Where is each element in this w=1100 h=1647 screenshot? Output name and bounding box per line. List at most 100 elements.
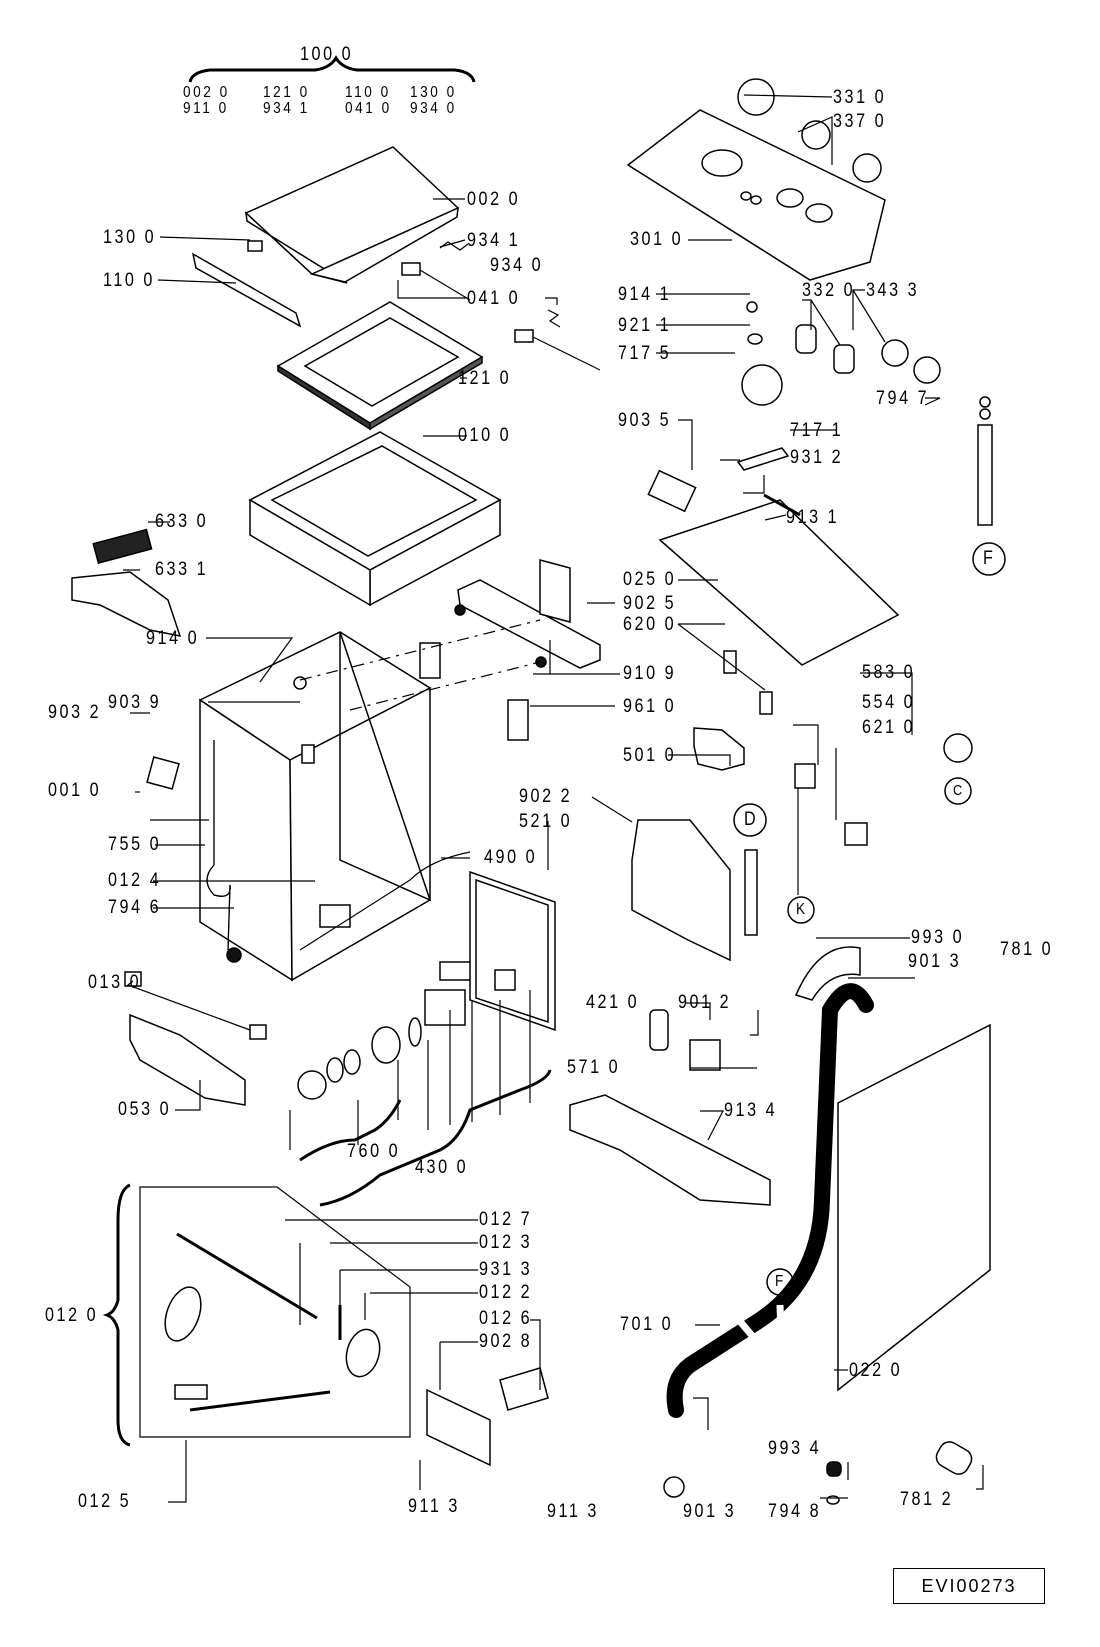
part-label: 913 4	[724, 1100, 778, 1121]
hinge-041-a	[401, 262, 421, 276]
connector-label: C	[953, 782, 963, 799]
part-label: 903 9	[108, 692, 162, 713]
part-label: 911 3	[547, 1501, 599, 1522]
kit-member: 110 0	[345, 84, 391, 101]
knob-337-a	[801, 120, 831, 150]
part-label: 781 0	[1000, 939, 1054, 960]
part-label: 332 0	[802, 280, 856, 301]
cover-902-2	[631, 819, 731, 962]
part-label: 301 0	[630, 229, 684, 250]
connector-D	[733, 803, 767, 837]
part-label: 554 0	[862, 692, 916, 713]
part-label: 001 0	[48, 780, 102, 801]
kit-brace-100-0	[188, 55, 476, 83]
part-label: 571 0	[567, 1057, 621, 1078]
part-label: 501 0	[623, 745, 677, 766]
part-label: 025 0	[623, 569, 677, 590]
clip-013-a	[124, 971, 142, 987]
connector-label: K	[796, 901, 806, 918]
part-label: 490 0	[484, 847, 538, 868]
rail-902-5	[457, 579, 601, 669]
cap-781-2	[935, 1441, 973, 1475]
part-label: 012 2	[479, 1282, 533, 1303]
part-label: 012 3	[479, 1232, 533, 1253]
bracket-130	[247, 240, 263, 252]
part-label: 337 0	[833, 111, 887, 132]
part-label: 430 0	[415, 1157, 469, 1178]
switch-620-b	[759, 691, 773, 715]
insulation-961-a	[419, 642, 441, 679]
part-label: 012 7	[479, 1209, 533, 1230]
part-label: 717 5	[618, 343, 672, 364]
rod	[176, 1232, 318, 1320]
control-fascia-301	[626, 109, 886, 281]
latch-012-5	[174, 1384, 208, 1400]
nut-914-1	[746, 301, 758, 313]
hinge-041-b	[514, 329, 534, 343]
part-label: 794 6	[108, 897, 162, 918]
part-label: 901 3	[683, 1501, 737, 1522]
knob-337-b	[852, 153, 882, 183]
cover-903-2	[146, 756, 180, 790]
cam-717-5	[741, 364, 783, 406]
pressure-switch-583	[943, 733, 973, 763]
part-label: 620 0	[623, 614, 677, 635]
drain-hose-781[interactable]	[666, 983, 874, 1418]
wheel	[164, 1286, 202, 1342]
document-code: EVI00273	[893, 1568, 1045, 1604]
base-plate-913-4	[569, 1094, 771, 1206]
gear-343-a	[881, 339, 909, 367]
spring-931-2	[763, 493, 801, 517]
part-label: 781 2	[900, 1489, 954, 1510]
pump-motor-430	[424, 989, 466, 1026]
foot-794-6	[226, 947, 242, 963]
screw-914-0	[293, 676, 307, 690]
kickplate-053	[129, 1013, 246, 1106]
kit-member: 041 0	[345, 100, 392, 117]
switch-620-a	[723, 650, 737, 674]
part-903-9	[301, 744, 315, 764]
screw-910-9	[535, 656, 547, 668]
front-strip	[191, 252, 302, 328]
part-label: 421 0	[586, 992, 640, 1013]
plate-902-8	[426, 1388, 491, 1467]
tube-D	[744, 849, 758, 936]
part-label: 022 0	[849, 1360, 903, 1381]
kit-member: 911 0	[183, 100, 229, 117]
part-label: 914 1	[618, 284, 672, 305]
spring-934-0	[547, 309, 561, 328]
part-label: 583 0	[862, 662, 916, 683]
part-label: 903 5	[618, 410, 672, 431]
part-label: 914 0	[146, 628, 200, 649]
gear-343-b	[913, 356, 941, 384]
part-label: 343 3	[866, 280, 920, 301]
part-label: 121 0	[458, 368, 512, 389]
kit-member: 002 0	[183, 84, 230, 101]
part-label: 717 1	[790, 420, 844, 441]
part-633-1	[71, 571, 182, 637]
part-label: 012 4	[108, 870, 162, 891]
worktop-panel	[244, 146, 460, 284]
part-label: 012 6	[479, 1308, 533, 1329]
control-module-521	[469, 870, 556, 1032]
part-label: 902 2	[519, 786, 573, 807]
insulation-961-b	[507, 699, 529, 741]
switch-621	[844, 822, 868, 846]
part-label: 934 1	[467, 230, 521, 251]
part-label: 921 1	[618, 315, 672, 336]
kit-member: 934 0	[410, 100, 457, 117]
cabinet-body	[198, 631, 432, 982]
pad-794-8	[826, 1495, 840, 1505]
kit-member: 121 0	[263, 84, 310, 101]
kit-member: 130 0	[410, 84, 457, 101]
part-label: 012 5	[78, 1491, 132, 1512]
part-label: 053 0	[118, 1099, 172, 1120]
part-label: 621 0	[862, 717, 916, 738]
part-label: 931 2	[790, 447, 844, 468]
foot-993-4	[826, 1461, 842, 1477]
kit-member: 934 1	[263, 100, 310, 117]
part-label: 901 2	[678, 992, 732, 1013]
frame-121	[276, 301, 484, 431]
part-label: 910 9	[623, 663, 677, 684]
